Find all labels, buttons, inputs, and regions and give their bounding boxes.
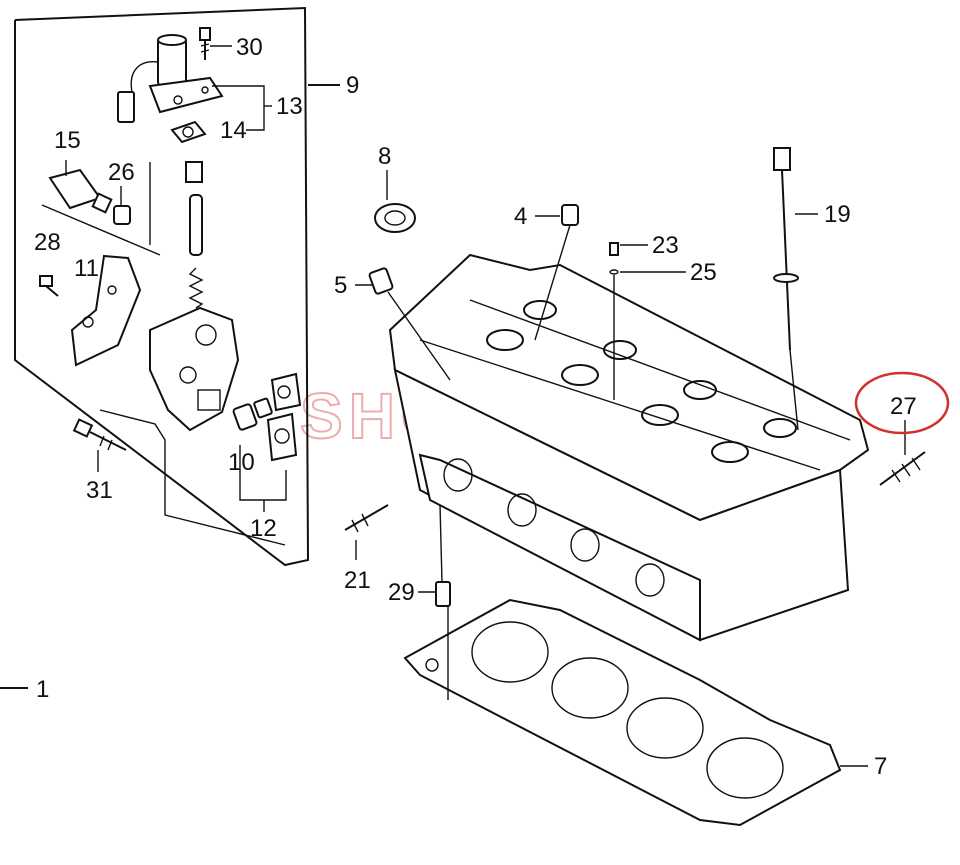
solenoid-gasket: [170, 120, 207, 144]
callout-27: 27: [890, 393, 917, 420]
head-bolt: [773, 147, 799, 431]
cam-journals: [486, 300, 797, 463]
spool-valve-bracket: [70, 254, 142, 367]
temperature-sensor: [534, 204, 579, 341]
spool-valve-gasket: [266, 372, 302, 462]
spool-valve-body: [149, 306, 240, 432]
callout-30: 30: [236, 34, 263, 61]
bolt-31: [72, 418, 127, 451]
spool-valve-plunger: [185, 161, 204, 309]
callout-19: 19: [824, 201, 851, 228]
callout-14: 14: [220, 117, 247, 144]
water-temp-switch: [368, 267, 451, 381]
callout-9: 9: [346, 72, 359, 99]
callout-28: 28: [34, 229, 61, 256]
callout-1: 1: [36, 676, 49, 703]
callout-12: 12: [250, 515, 277, 542]
callout-5: 5: [334, 272, 347, 299]
callout-29: 29: [388, 579, 415, 606]
callout-26: 26: [108, 159, 135, 186]
callout-7: 7: [874, 753, 887, 780]
dowel-pin: [609, 242, 619, 400]
bolt-28: [39, 275, 59, 297]
oil-filter-screen: [113, 186, 131, 225]
callout-8: 8: [378, 143, 391, 170]
callout-21: 21: [344, 567, 371, 594]
callout-23: 23: [652, 232, 679, 259]
vtc-subassembly-frame: [14, 6, 340, 567]
callout-15: 15: [54, 127, 81, 154]
sealing-plug: [374, 170, 416, 233]
callout-25: 25: [690, 259, 717, 286]
intake-stud: [344, 504, 389, 560]
bolt-30: [199, 27, 211, 60]
callout-31: 31: [86, 477, 113, 504]
spool-solenoid-assembly: [117, 34, 224, 123]
callout-13: 13: [276, 93, 303, 120]
spool-valve-filter: [232, 397, 273, 431]
cylinder-head: [388, 253, 870, 642]
dowel-29: [435, 504, 451, 607]
callout-27-highlight-ring: [854, 371, 950, 435]
head-gasket: [403, 598, 842, 827]
exhaust-stud: [879, 420, 926, 486]
callout-11: 11: [74, 255, 99, 282]
callout-4: 4: [514, 203, 527, 230]
callout-10: 10: [228, 449, 255, 476]
oil-pressure-switch: [48, 160, 113, 214]
